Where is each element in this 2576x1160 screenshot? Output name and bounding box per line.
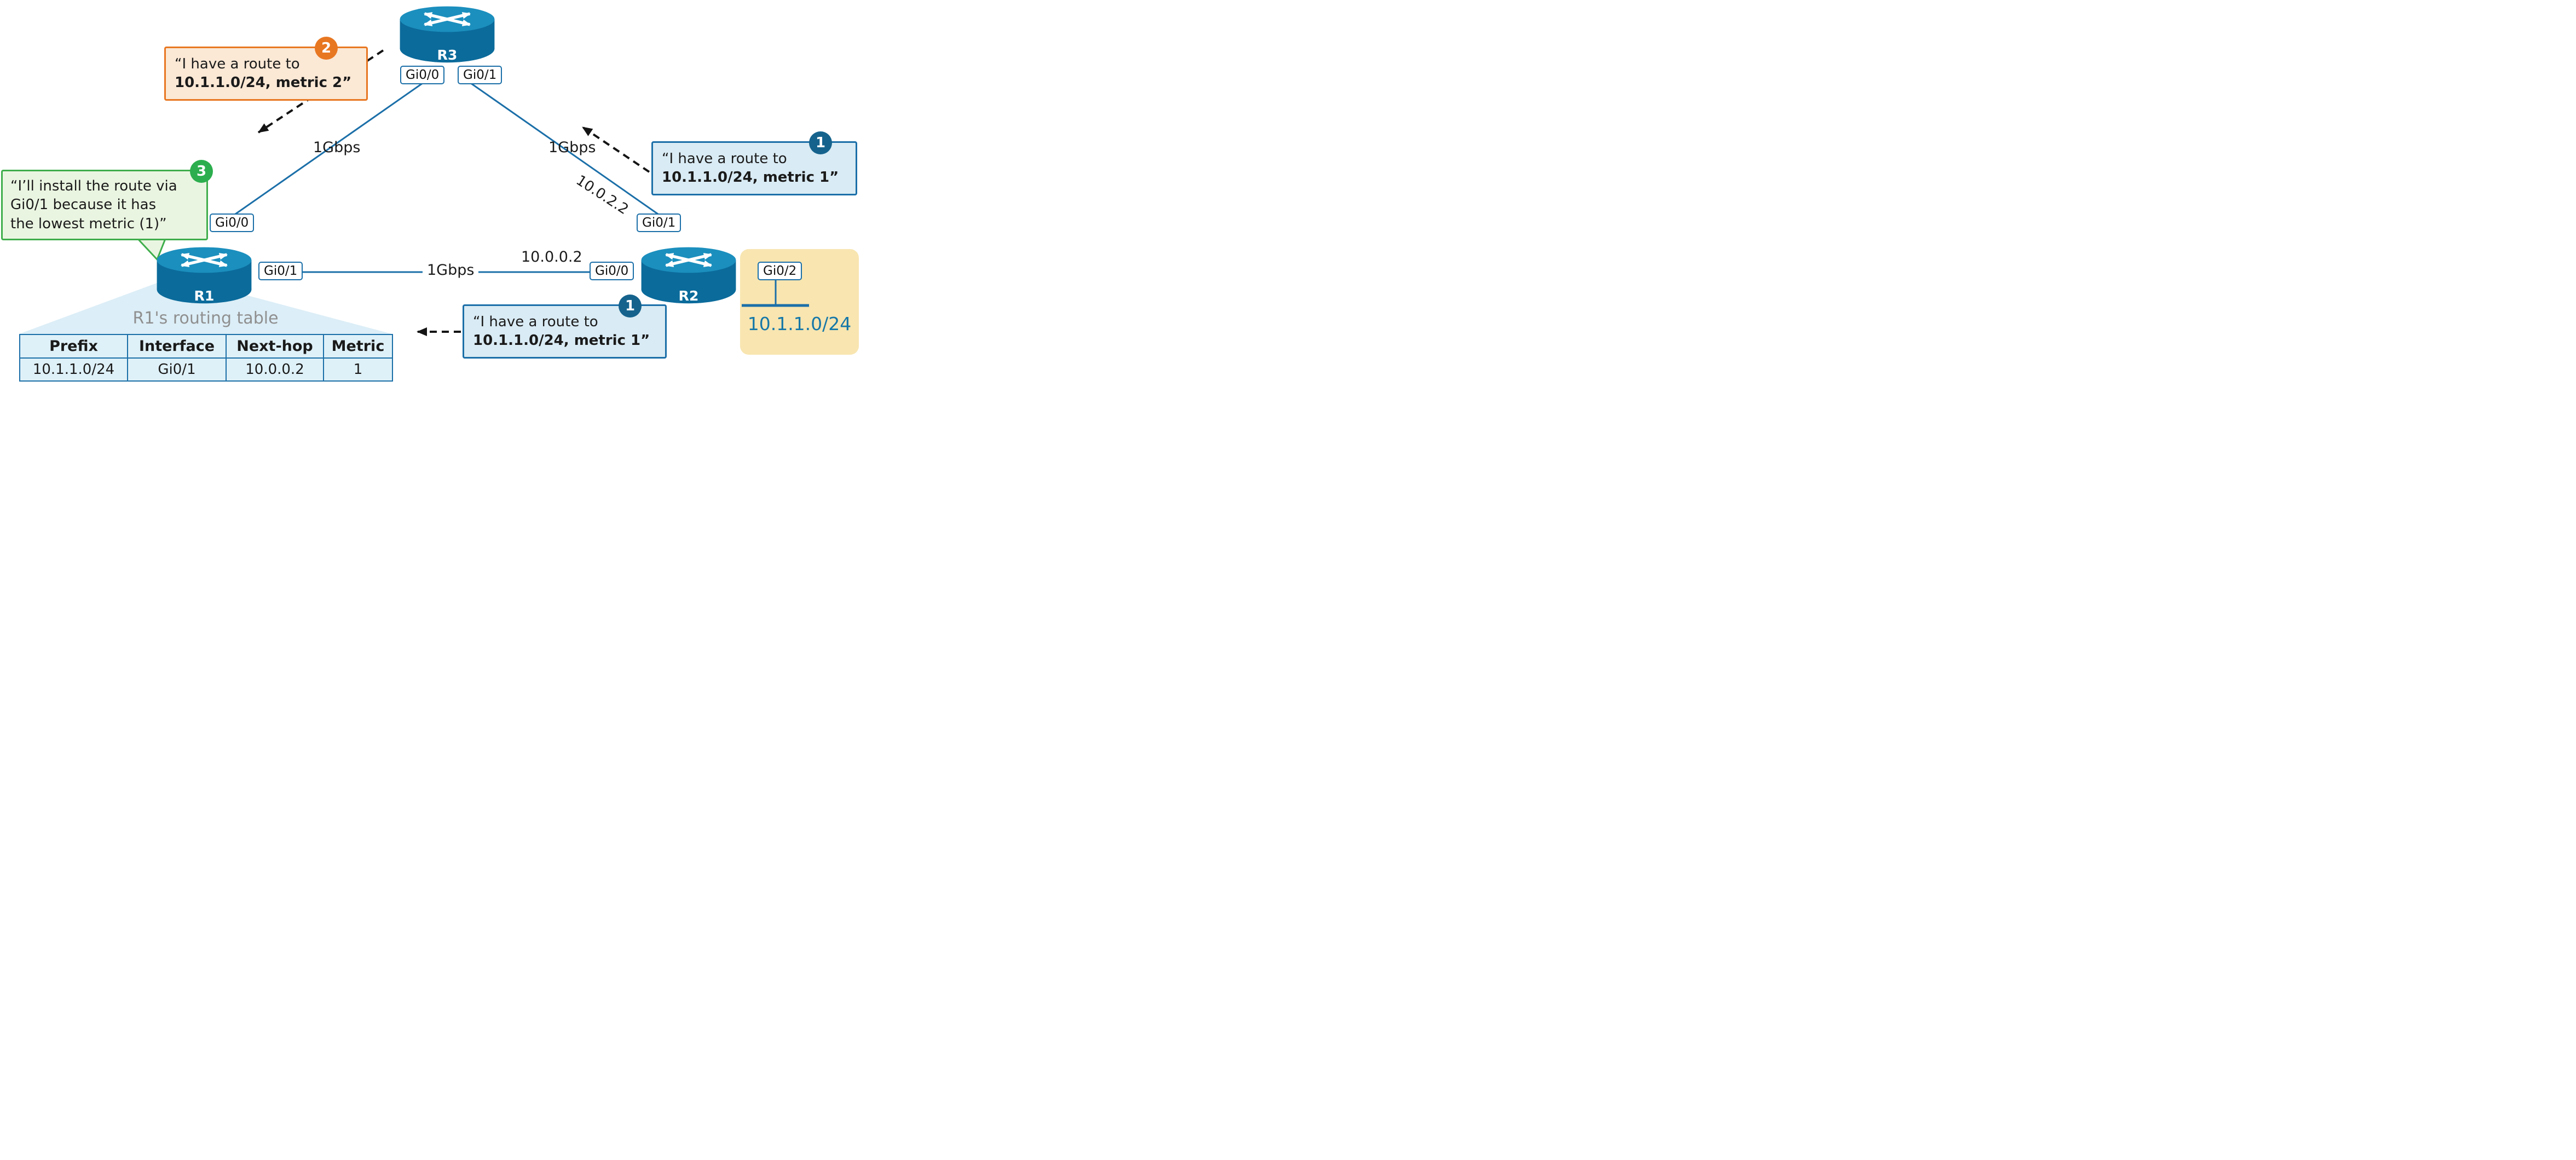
- callout-text-line: “I have a route to: [175, 56, 300, 72]
- interface-label-r2-gi0-2: Gi0/2: [758, 262, 802, 280]
- callout-text-line: “I have a route to: [662, 151, 787, 167]
- callout-r3-advertisement: 2 “I have a route to 10.1.1.0/24, metric…: [164, 37, 368, 101]
- dashed-arrow-r2-to-r3: [581, 126, 650, 173]
- routing-table-cell-prefix: 10.1.1.0/24: [19, 357, 128, 382]
- step-badge-2: 2: [315, 37, 338, 60]
- step-badge-3: 3: [190, 160, 213, 183]
- routing-table-header-metric: Metric: [323, 334, 393, 359]
- routing-table-title: R1's routing table: [132, 309, 279, 328]
- router-arrows-icon: [665, 253, 713, 267]
- interface-label-r3-gi0-1: Gi0/1: [458, 66, 503, 84]
- lan-prefix-label: 10.1.1.0/24: [747, 313, 852, 334]
- callout-r2-advertisement-to-r1: 1 “I have a route to 10.1.1.0/24, metric…: [463, 295, 667, 359]
- interface-label-r2-gi0-0: Gi0/0: [590, 262, 634, 280]
- routing-table-cell-interface: Gi0/1: [127, 357, 227, 382]
- callout-text-line: Gi0/1 because it has: [10, 197, 157, 213]
- callout-text-line: 10.1.1.0/24, metric 1”: [662, 169, 839, 186]
- routing-table-header-next-hop: Next-hop: [226, 334, 324, 359]
- network-diagram: R3 R1 R2 Gi0/0 Gi0/1 Gi0/0 Gi0/1 Gi0/1 G…: [0, 0, 859, 386]
- link-r3-r2: [470, 82, 664, 219]
- callout-r2-advertisement-to-r3: 1 “I have a route to 10.1.1.0/24, metric…: [651, 131, 857, 195]
- link-speed-r1-r2: 1Gbps: [423, 262, 479, 279]
- routing-table-cell-metric: 1: [323, 357, 393, 382]
- link-speed-r3-r2: 1Gbps: [548, 139, 596, 156]
- router-r1: R1: [157, 247, 252, 304]
- callout-text-line: 10.1.1.0/24, metric 1”: [473, 332, 650, 349]
- router-arrows-icon: [423, 12, 471, 26]
- step-badge-1: 1: [809, 131, 832, 154]
- callout-text-line: “I have a route to: [473, 314, 598, 330]
- interface-label-r3-gi0-0: Gi0/0: [400, 66, 445, 84]
- link-ip-r1-r2: 10.0.0.2: [521, 249, 582, 266]
- routing-table-row: 10.1.1.0/24 Gi0/1 10.0.0.2 1: [19, 357, 393, 382]
- routing-table: Prefix Interface Next-hop Metric 10.1.1.…: [19, 334, 393, 382]
- interface-label-r2-gi0-1: Gi0/1: [637, 213, 681, 232]
- callout-text-line: 10.1.1.0/24, metric 2”: [175, 74, 352, 91]
- link-r3-r1: [229, 82, 423, 219]
- interface-label-r1-gi0-1: Gi0/1: [258, 262, 303, 280]
- step-badge-1: 1: [619, 295, 642, 318]
- interface-label-r1-gi0-0: Gi0/0: [210, 213, 255, 232]
- routing-table-header-interface: Interface: [127, 334, 227, 359]
- callout-text-line: the lowest metric (1)”: [10, 215, 167, 232]
- router-name: R1: [194, 288, 215, 304]
- router-r3: R3: [400, 6, 495, 63]
- router-r2: R2: [641, 247, 736, 304]
- router-arrows-icon: [180, 253, 228, 267]
- routing-table-cell-next-hop: 10.0.0.2: [226, 357, 324, 382]
- link-speed-r1-r3: 1Gbps: [313, 139, 361, 156]
- routing-table-header-row: Prefix Interface Next-hop Metric: [19, 334, 393, 359]
- router-name: R3: [437, 47, 458, 63]
- callout-r1-route-decision: 3 “I’ll install the route via Gi0/1 beca…: [1, 160, 213, 240]
- callout-text-line: “I’ll install the route via: [10, 178, 177, 194]
- link-lines: [229, 82, 809, 307]
- router-name: R2: [679, 288, 699, 304]
- routing-table-header-prefix: Prefix: [19, 334, 128, 359]
- routing-table-cone: [19, 280, 392, 334]
